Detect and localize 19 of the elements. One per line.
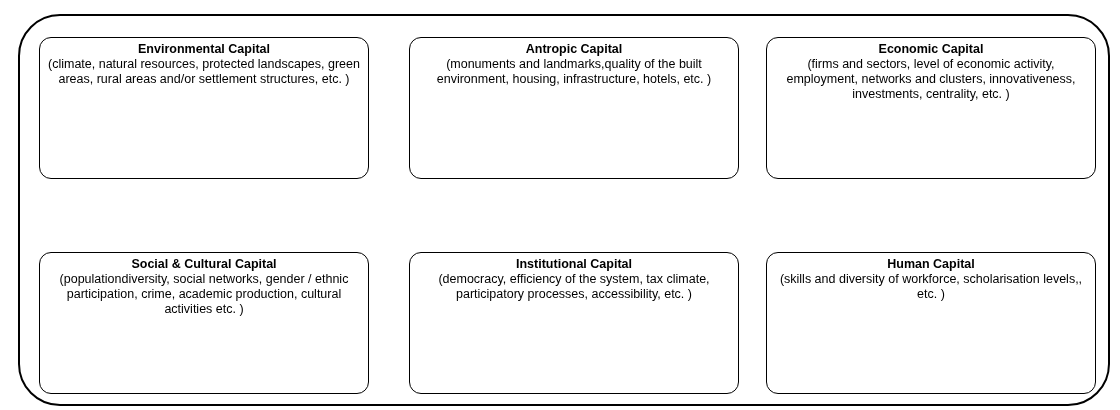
container-frame bbox=[18, 14, 1110, 406]
box-description: (democracy, efficiency of the system, tax climate, participatory processes, accessibility, etc. ) bbox=[437, 272, 711, 302]
category-box bbox=[39, 252, 369, 394]
category-box bbox=[409, 252, 739, 394]
box-description: (populationdiversity, social networks, gender / ethnic participation, crime, academic production, cultural activities etc. ) bbox=[58, 272, 350, 317]
box-description: (skills and diversity of workforce, scholarisation levels,, etc. ) bbox=[778, 272, 1084, 302]
box-heading: Social & Cultural Capital bbox=[130, 257, 278, 272]
category-box bbox=[39, 37, 369, 179]
box-heading: Antropic Capital bbox=[524, 42, 624, 57]
box-description: (firms and sectors, level of economic activity, employment, networks and clusters, innovativeness, investments, centrality, etc. ) bbox=[785, 57, 1077, 102]
category-box bbox=[766, 252, 1096, 394]
box-description: (climate, natural resources, protected landscapes, green areas, rural areas and/or settlement structures, etc. ) bbox=[48, 57, 360, 87]
box-heading: Human Capital bbox=[886, 257, 976, 272]
box-heading: Institutional Capital bbox=[515, 257, 633, 272]
box-heading: Economic Capital bbox=[877, 42, 985, 57]
box-heading: Environmental Capital bbox=[137, 42, 271, 57]
category-box bbox=[766, 37, 1096, 179]
category-box bbox=[409, 37, 739, 179]
box-description: (monuments and landmarks,quality of the built environment, housing, infrastructure, hotels, etc. ) bbox=[435, 57, 713, 87]
